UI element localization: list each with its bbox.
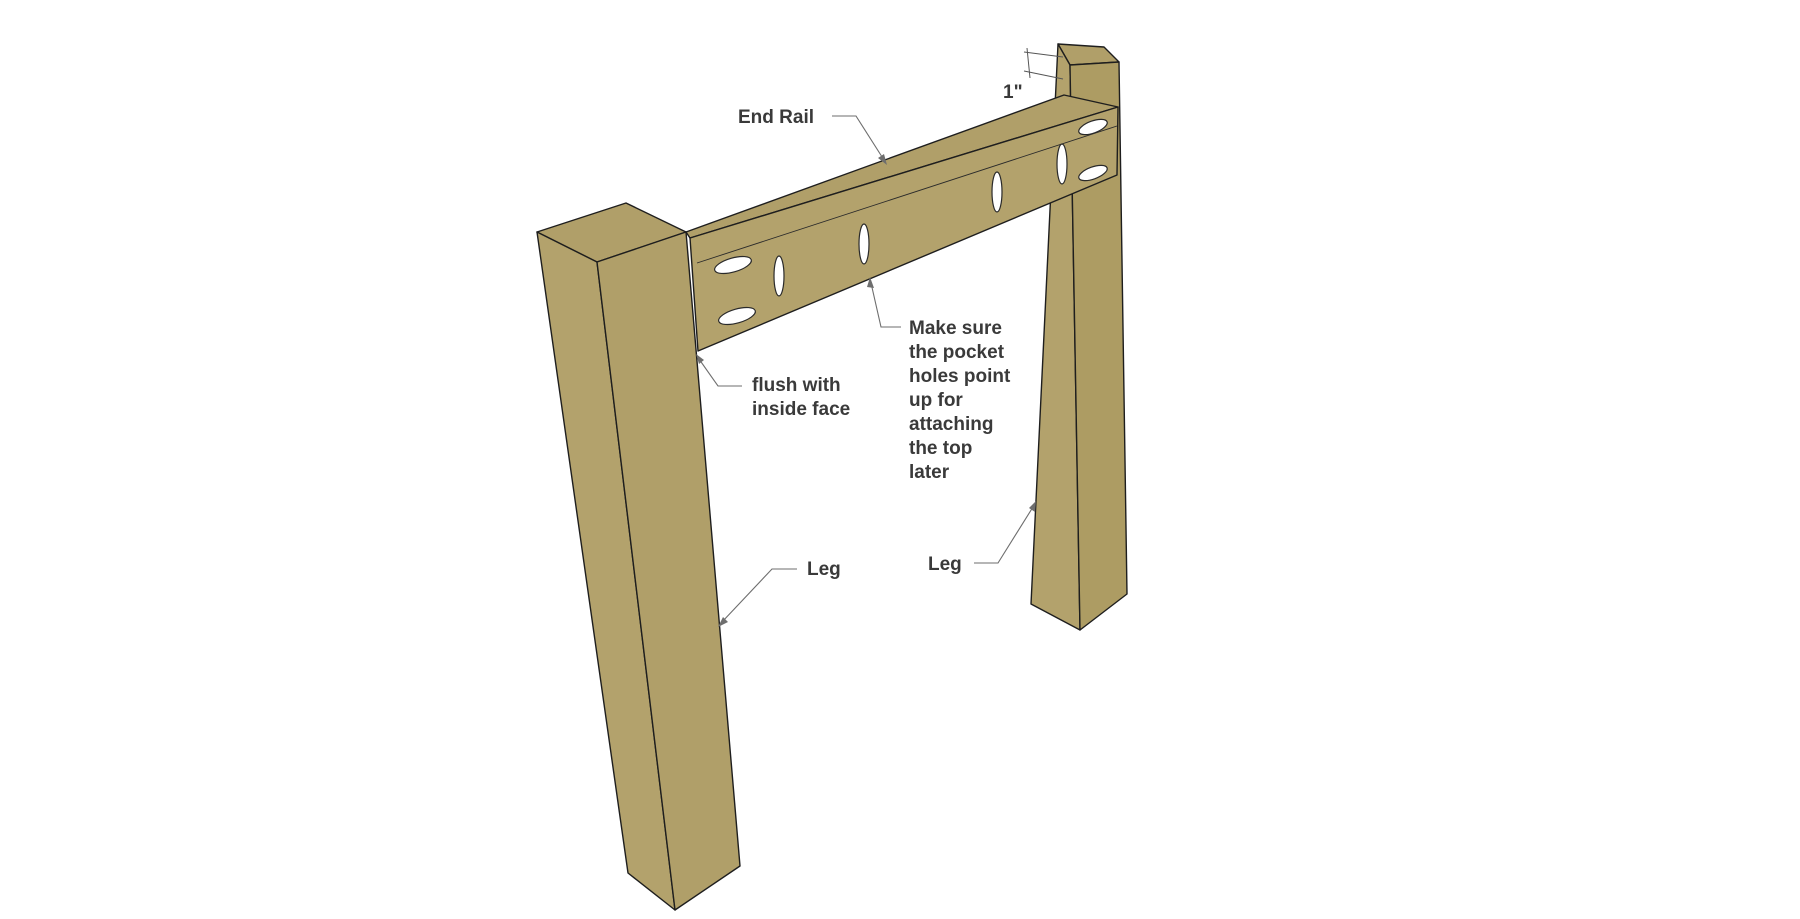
pocket-hole: [1078, 164, 1108, 182]
dimension-line: [1026, 47, 1031, 79]
pocket-hole: [1056, 143, 1068, 185]
left-leg-right-face: [596, 231, 741, 911]
arrowhead-leg-right: [1029, 501, 1036, 512]
right-leg-right-face: [1069, 61, 1128, 631]
pocket-hole: [718, 306, 756, 326]
dimension-label: 1": [1003, 82, 1023, 103]
dimension-extension-line: [1023, 70, 1064, 80]
pocket-holes: [714, 118, 1108, 326]
labels: End Rail flush with inside face Make sur…: [738, 107, 1016, 580]
leader-lines: [696, 115, 1036, 627]
pocket-hole: [773, 255, 785, 297]
leg-left-label: Leg: [807, 559, 841, 580]
arrowhead-flush: [696, 354, 704, 364]
left-leg: [536, 202, 741, 911]
flush-label: flush with inside face: [752, 375, 850, 420]
end-rail-front-face: [689, 106, 1119, 352]
arrowhead-end-rail: [878, 154, 887, 165]
leader-leg-left: [721, 568, 797, 623]
end-rail: [685, 94, 1119, 352]
dimension-marker: 1": [1003, 47, 1064, 103]
arrowhead-leg-left: [718, 617, 728, 627]
leg-right-label: Leg: [928, 554, 962, 575]
leader-leg-right: [974, 506, 1034, 564]
pocket-hole: [858, 223, 870, 265]
arrowhead-pocket-note: [867, 277, 874, 288]
end-rail-top-edge-line: [696, 125, 1118, 264]
dimension-extension-line: [1023, 51, 1064, 58]
pocket-hole: [714, 255, 752, 275]
pocket-hole: [991, 171, 1003, 213]
pocket-note-label: Make sure the pocket holes point up for …: [909, 318, 1016, 483]
leader-flush: [698, 358, 742, 387]
end-rail-label: End Rail: [738, 107, 814, 128]
leader-end-rail: [832, 115, 885, 161]
leader-pocket-note: [870, 282, 901, 328]
pocket-hole: [1078, 118, 1108, 136]
